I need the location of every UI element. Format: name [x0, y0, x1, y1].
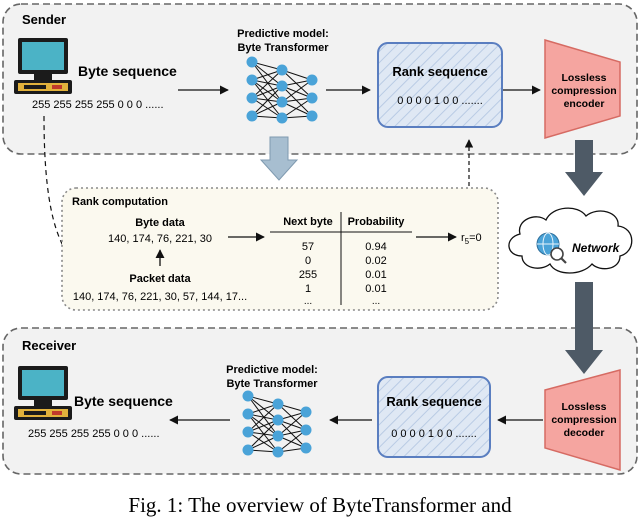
sender-title: Sender: [22, 12, 66, 27]
sender-model-title-2: Byte Transformer: [237, 42, 329, 54]
arrow-into-decoder: [565, 326, 603, 374]
encoder-label-3: encoder: [564, 98, 605, 110]
table-cell: 0: [305, 255, 311, 267]
rank-computation-title: Rank computation: [72, 196, 168, 208]
receiver-rank-sequence-value: 0 0 0 0 1 0 0 .......: [391, 428, 477, 440]
decoder-label-3: decoder: [564, 427, 605, 439]
table-cell: 0.01: [365, 269, 386, 281]
table-cell: 1: [305, 283, 311, 295]
receiver-neural-network-icon: [242, 390, 312, 458]
globe-search-icon: [536, 232, 567, 264]
table-cell: ...: [304, 296, 312, 307]
sender-byte-sequence-value: 255 255 255 255 0 0 0 ......: [32, 99, 164, 111]
table-header-probability: Probability: [348, 216, 406, 228]
figure-caption: Fig. 1: The overview of ByteTransformer …: [128, 493, 512, 517]
byte-data-value: 140, 174, 76, 221, 30: [108, 233, 212, 245]
sender-neural-network-icon: [246, 56, 318, 124]
encoder-label-1: Lossless: [562, 72, 607, 84]
table-row: 1 0.01: [305, 283, 387, 295]
table-cell: 0.94: [365, 241, 386, 253]
rank-computation-panel: Rank computation Byte data 140, 174, 76,…: [61, 187, 499, 311]
sender-panel: Sender Byte sequence 255 255 255 255 0 0…: [2, 3, 638, 155]
encoder-trapezoid: [544, 38, 621, 140]
table-row: 255 0.01: [299, 269, 387, 281]
arrow-model-to-rank-computation: [259, 136, 299, 181]
network-cloud: Network: [508, 207, 633, 274]
table-cell: ...: [372, 296, 380, 307]
sender-byte-sequence-label: Byte sequence: [78, 63, 177, 79]
sender-rank-sequence-label: Rank sequence: [392, 64, 487, 79]
sender-rank-sequence-value: 0 0 0 0 1 0 0 .......: [397, 95, 483, 107]
decoder-label-2: compression: [551, 414, 616, 426]
table-cell: 0.02: [365, 255, 386, 267]
receiver-byte-sequence-value: 255 255 255 255 0 0 0 ......: [28, 428, 160, 440]
packet-data-value: 140, 174, 76, 221, 30, 57, 144, 17...: [73, 291, 247, 303]
sender-computer-icon: [14, 38, 72, 94]
table-header-next-byte: Next byte: [283, 216, 333, 228]
probability-table: Next byte Probability 57 0.94 0 0.02 255…: [270, 212, 412, 307]
receiver-model-title-1: Predictive model:: [226, 364, 318, 376]
decoder-trapezoid: [544, 369, 621, 472]
receiver-panel: Receiver Byte sequence 255 255 255 255 0…: [2, 326, 638, 475]
packet-data-label: Packet data: [129, 273, 191, 285]
receiver-title: Receiver: [22, 338, 76, 353]
table-row: 0 0.02: [305, 255, 387, 267]
byte-data-label: Byte data: [135, 217, 185, 229]
sender-rank-sequence-box: [377, 42, 503, 128]
table-row: 57 0.94: [302, 241, 387, 253]
receiver-rank-sequence-label: Rank sequence: [386, 394, 481, 409]
network-label: Network: [572, 241, 621, 255]
receiver-computer-icon: [14, 366, 72, 420]
arrow-encoder-to-network: [565, 140, 603, 196]
table-row: ... ...: [304, 296, 380, 307]
encoder-label-2: compression: [551, 85, 616, 97]
table-cell: 0.01: [365, 283, 386, 295]
receiver-rank-sequence-box: [377, 376, 491, 458]
receiver-byte-sequence-label: Byte sequence: [74, 393, 173, 409]
table-cell: 255: [299, 269, 317, 281]
receiver-model-title-2: Byte Transformer: [226, 378, 318, 390]
decoder-label-1: Lossless: [562, 401, 607, 413]
rank-result: r5=0: [461, 232, 482, 246]
sender-model-title-1: Predictive model:: [237, 28, 329, 40]
table-cell: 57: [302, 241, 314, 253]
